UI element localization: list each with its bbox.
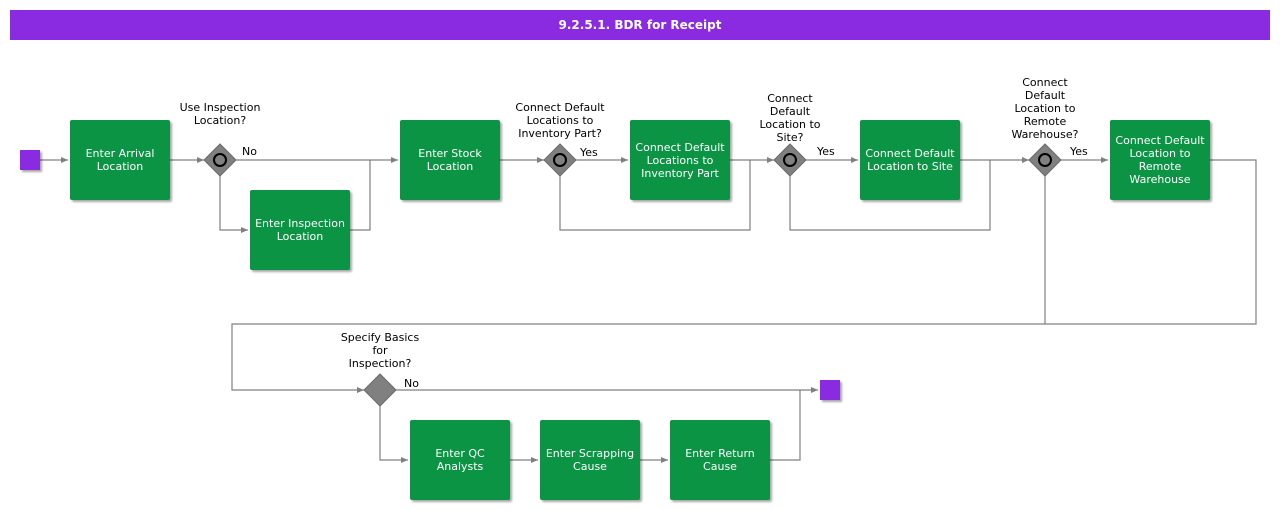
task-enter-arrival-location[interactable]: Enter Arrival Location: [70, 120, 170, 200]
edge-label-g5-no: No: [404, 377, 419, 390]
gateway-g4: [1028, 143, 1062, 177]
gateway-g1: [203, 143, 237, 177]
end-event: [820, 380, 840, 400]
task-enter-return-cause[interactable]: Enter Return Cause: [670, 420, 770, 500]
edge-label-g2-yes: Yes: [580, 146, 598, 159]
gateway-g3-label: Connect Default Location to Site?: [759, 92, 821, 144]
edge-label-g3-yes: Yes: [817, 145, 835, 158]
task-connect-site[interactable]: Connect Default Location to Site: [860, 120, 960, 200]
gateway-g3: [773, 143, 807, 177]
flow-g1-inspection: [219, 176, 248, 233]
flow-g2-bypass: [559, 160, 751, 231]
start-event: [20, 150, 40, 170]
gateway-g4-label: Connect Default Location to Remote Wareh…: [1011, 76, 1079, 141]
flow-return-end: [770, 390, 801, 461]
task-enter-scrapping-cause[interactable]: Enter Scrapping Cause: [540, 420, 640, 500]
gateway-g2-label: Connect Default Locations to Inventory P…: [515, 101, 605, 140]
gateway-g5: [363, 373, 397, 407]
edge-label-g4-yes: Yes: [1070, 145, 1088, 158]
task-enter-qc-analysts[interactable]: Enter QC Analysts: [410, 420, 510, 500]
gateway-g1-label: Use Inspection Location?: [179, 101, 261, 127]
flow-g5-qc: [379, 406, 408, 463]
task-enter-inspection-location[interactable]: Enter Inspection Location: [250, 190, 350, 270]
task-enter-stock-location[interactable]: Enter Stock Location: [400, 120, 500, 200]
task-connect-inventory-part[interactable]: Connect Default Locations to Inventory P…: [630, 120, 730, 200]
flow-g3-bypass: [789, 160, 991, 231]
diagram-title: 9.2.5.1. BDR for Receipt: [10, 10, 1270, 40]
flow-inspection-stock: [350, 160, 371, 231]
flow-remote-g5: [231, 159, 1257, 393]
edge-label-g1-no: No: [242, 145, 257, 158]
gateway-g5-label: Specify Basics for Inspection?: [340, 331, 420, 370]
task-connect-remote-warehouse[interactable]: Connect Default Location to Remote Wareh…: [1110, 120, 1210, 200]
gateway-g2: [543, 143, 577, 177]
